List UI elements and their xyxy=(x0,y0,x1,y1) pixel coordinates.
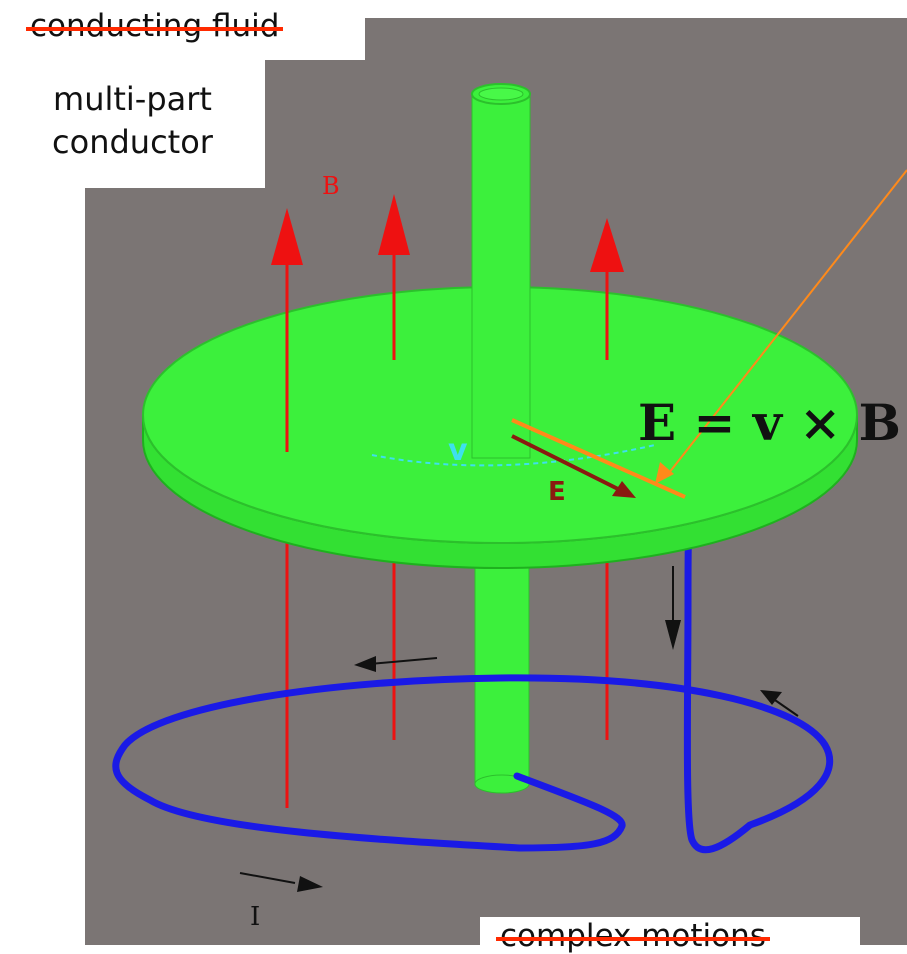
velocity-arc xyxy=(371,444,656,467)
label-E: E xyxy=(548,477,566,507)
pointer-arrowhead xyxy=(655,462,674,484)
callout-multi-part-conductor: multi-part conductor xyxy=(0,60,265,188)
current-arrow-top xyxy=(354,656,438,672)
multi-part-line2: conductor xyxy=(52,123,213,161)
axle-upper xyxy=(471,93,531,459)
current-arrow-right xyxy=(760,690,799,717)
callout-complex-motions: complex motions xyxy=(480,917,860,954)
equation: E = v × B xyxy=(638,393,901,452)
callout-conducting-fluid: conducting fluid xyxy=(0,0,365,60)
axle-top-hole xyxy=(478,87,524,101)
struck-label-bottom: complex motions xyxy=(496,918,770,954)
electric-field-arrowhead xyxy=(612,481,636,498)
radial-strip xyxy=(511,418,686,499)
current-wire xyxy=(112,513,834,854)
current-arrow-bottom xyxy=(239,872,323,892)
label-v: v xyxy=(448,433,468,468)
multi-part-line1: multi-part xyxy=(53,80,212,118)
electric-field-arrow xyxy=(511,434,629,496)
red-field-arrow xyxy=(590,218,624,272)
struck-label-top: conducting fluid xyxy=(25,8,284,44)
red-field-arrow xyxy=(378,194,410,255)
current-arrow-down xyxy=(665,566,681,650)
red-field-arrow xyxy=(271,208,303,265)
pointer-line xyxy=(664,169,907,479)
axle-lower xyxy=(474,539,530,786)
label-I: I xyxy=(250,902,260,932)
label-B: B xyxy=(322,172,340,200)
